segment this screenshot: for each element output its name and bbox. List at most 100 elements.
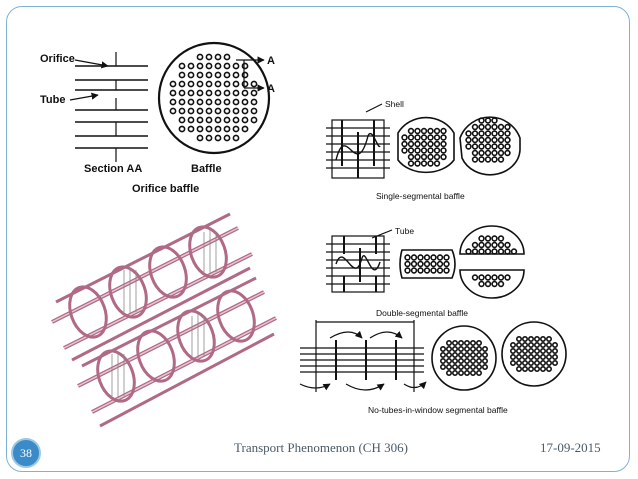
tube-hole: [214, 53, 222, 61]
tube-hole: [497, 235, 505, 242]
section-aa-drawing: [75, 52, 148, 162]
tube-hole: [232, 62, 240, 70]
tube-hole: [478, 149, 485, 157]
double-baffle-bottom-segment: [459, 269, 525, 299]
tube-hole: [491, 241, 498, 249]
tube-hole: [187, 116, 195, 124]
tube-hole: [497, 280, 505, 288]
tube-hole: [407, 140, 415, 148]
tube-hole: [440, 127, 447, 135]
tube-hole: [504, 136, 511, 144]
tube-hole: [205, 80, 213, 88]
tube-hole: [196, 125, 204, 133]
tube-hole: [457, 357, 464, 364]
tube-hole: [241, 62, 249, 70]
tube-hole: [533, 341, 540, 348]
tube-hole: [241, 89, 249, 97]
tube-hole: [223, 89, 231, 97]
tube-hole: [504, 130, 511, 137]
section-aa-label: Section AA: [84, 163, 142, 175]
tube-hole: [443, 260, 450, 268]
tube-hole: [445, 351, 452, 358]
tube-hole: [433, 147, 441, 154]
tube-hole: [463, 345, 470, 352]
tube-hole: [440, 147, 447, 154]
tube-hole: [223, 107, 231, 115]
tube-hole: [491, 143, 498, 150]
tube-hole: [471, 130, 479, 137]
tube-hole: [241, 80, 249, 88]
tube-hole: [491, 235, 498, 242]
tube-hole: [533, 347, 540, 354]
tube-hole: [427, 147, 434, 154]
tube-hole: [417, 260, 424, 268]
tube-hole: [515, 365, 522, 372]
tube-hole: [427, 160, 434, 167]
tube-hole: [475, 363, 482, 370]
tube-hole: [471, 149, 479, 157]
tube-hole: [440, 140, 447, 148]
tube-hole: [439, 345, 446, 352]
tube-hole: [205, 62, 213, 70]
tube-hole: [539, 353, 546, 360]
tube-hole: [515, 347, 522, 354]
tube-hole: [451, 351, 458, 358]
tube-hole: [463, 357, 470, 364]
rod-baffle-bundles: [51, 212, 277, 428]
tube-hole: [515, 353, 522, 360]
tube-hole: [205, 107, 213, 115]
tube-label-double: Tube: [395, 226, 414, 236]
tube-hole: [187, 89, 195, 97]
tube-hole: [545, 365, 552, 372]
tube-hole: [451, 363, 458, 370]
tube-hole: [423, 254, 431, 261]
tube-hole: [504, 123, 511, 131]
tube-hole: [527, 347, 534, 354]
tube-hole: [250, 80, 258, 88]
tube-hole: [427, 127, 434, 135]
tube-hole: [414, 160, 421, 167]
tube-hole: [420, 160, 428, 167]
tube-hole: [484, 143, 492, 150]
tube-hole: [484, 123, 492, 131]
tube-hole: [497, 156, 505, 163]
tube-hole: [533, 359, 540, 366]
tube-hole: [481, 357, 488, 364]
tube-hole: [250, 116, 258, 124]
tube-hole: [241, 116, 249, 124]
tube-hole: [465, 136, 472, 144]
tube-hole: [214, 71, 222, 79]
tube-hole: [465, 143, 472, 150]
single-baffle-cut-left: [397, 116, 455, 174]
tube-hole: [196, 80, 204, 88]
no-tubes-baffle-left: [431, 325, 497, 391]
double-baffle-holes: [404, 235, 518, 288]
tube-hole: [414, 127, 421, 135]
tube-hole: [457, 369, 464, 376]
tube-hole: [187, 71, 195, 79]
tube-hole: [545, 341, 552, 348]
orifice-pointer: [74, 59, 109, 69]
no-tubes-window-diagram: [299, 320, 427, 392]
tube-hole: [463, 351, 470, 358]
tube-hole: [223, 71, 231, 79]
tube-hole: [527, 335, 534, 342]
tube-hole: [478, 123, 485, 131]
tube-hole: [484, 280, 492, 288]
tube-hole: [404, 267, 411, 274]
tube-hole: [223, 134, 231, 142]
tube-hole: [463, 363, 470, 370]
tube-hole: [169, 80, 177, 88]
tube-hole: [214, 116, 222, 124]
tube-hole: [497, 136, 505, 144]
tube-hole: [196, 134, 204, 142]
tube-hole: [510, 248, 518, 255]
tube-hole: [414, 140, 421, 148]
tube-hole: [241, 71, 249, 79]
tube-hole: [436, 267, 444, 274]
tube-hole: [551, 347, 558, 354]
tube-hole: [478, 235, 485, 242]
tube-hole: [539, 335, 546, 342]
tube-hole: [178, 71, 186, 79]
tube-hole: [545, 359, 552, 366]
